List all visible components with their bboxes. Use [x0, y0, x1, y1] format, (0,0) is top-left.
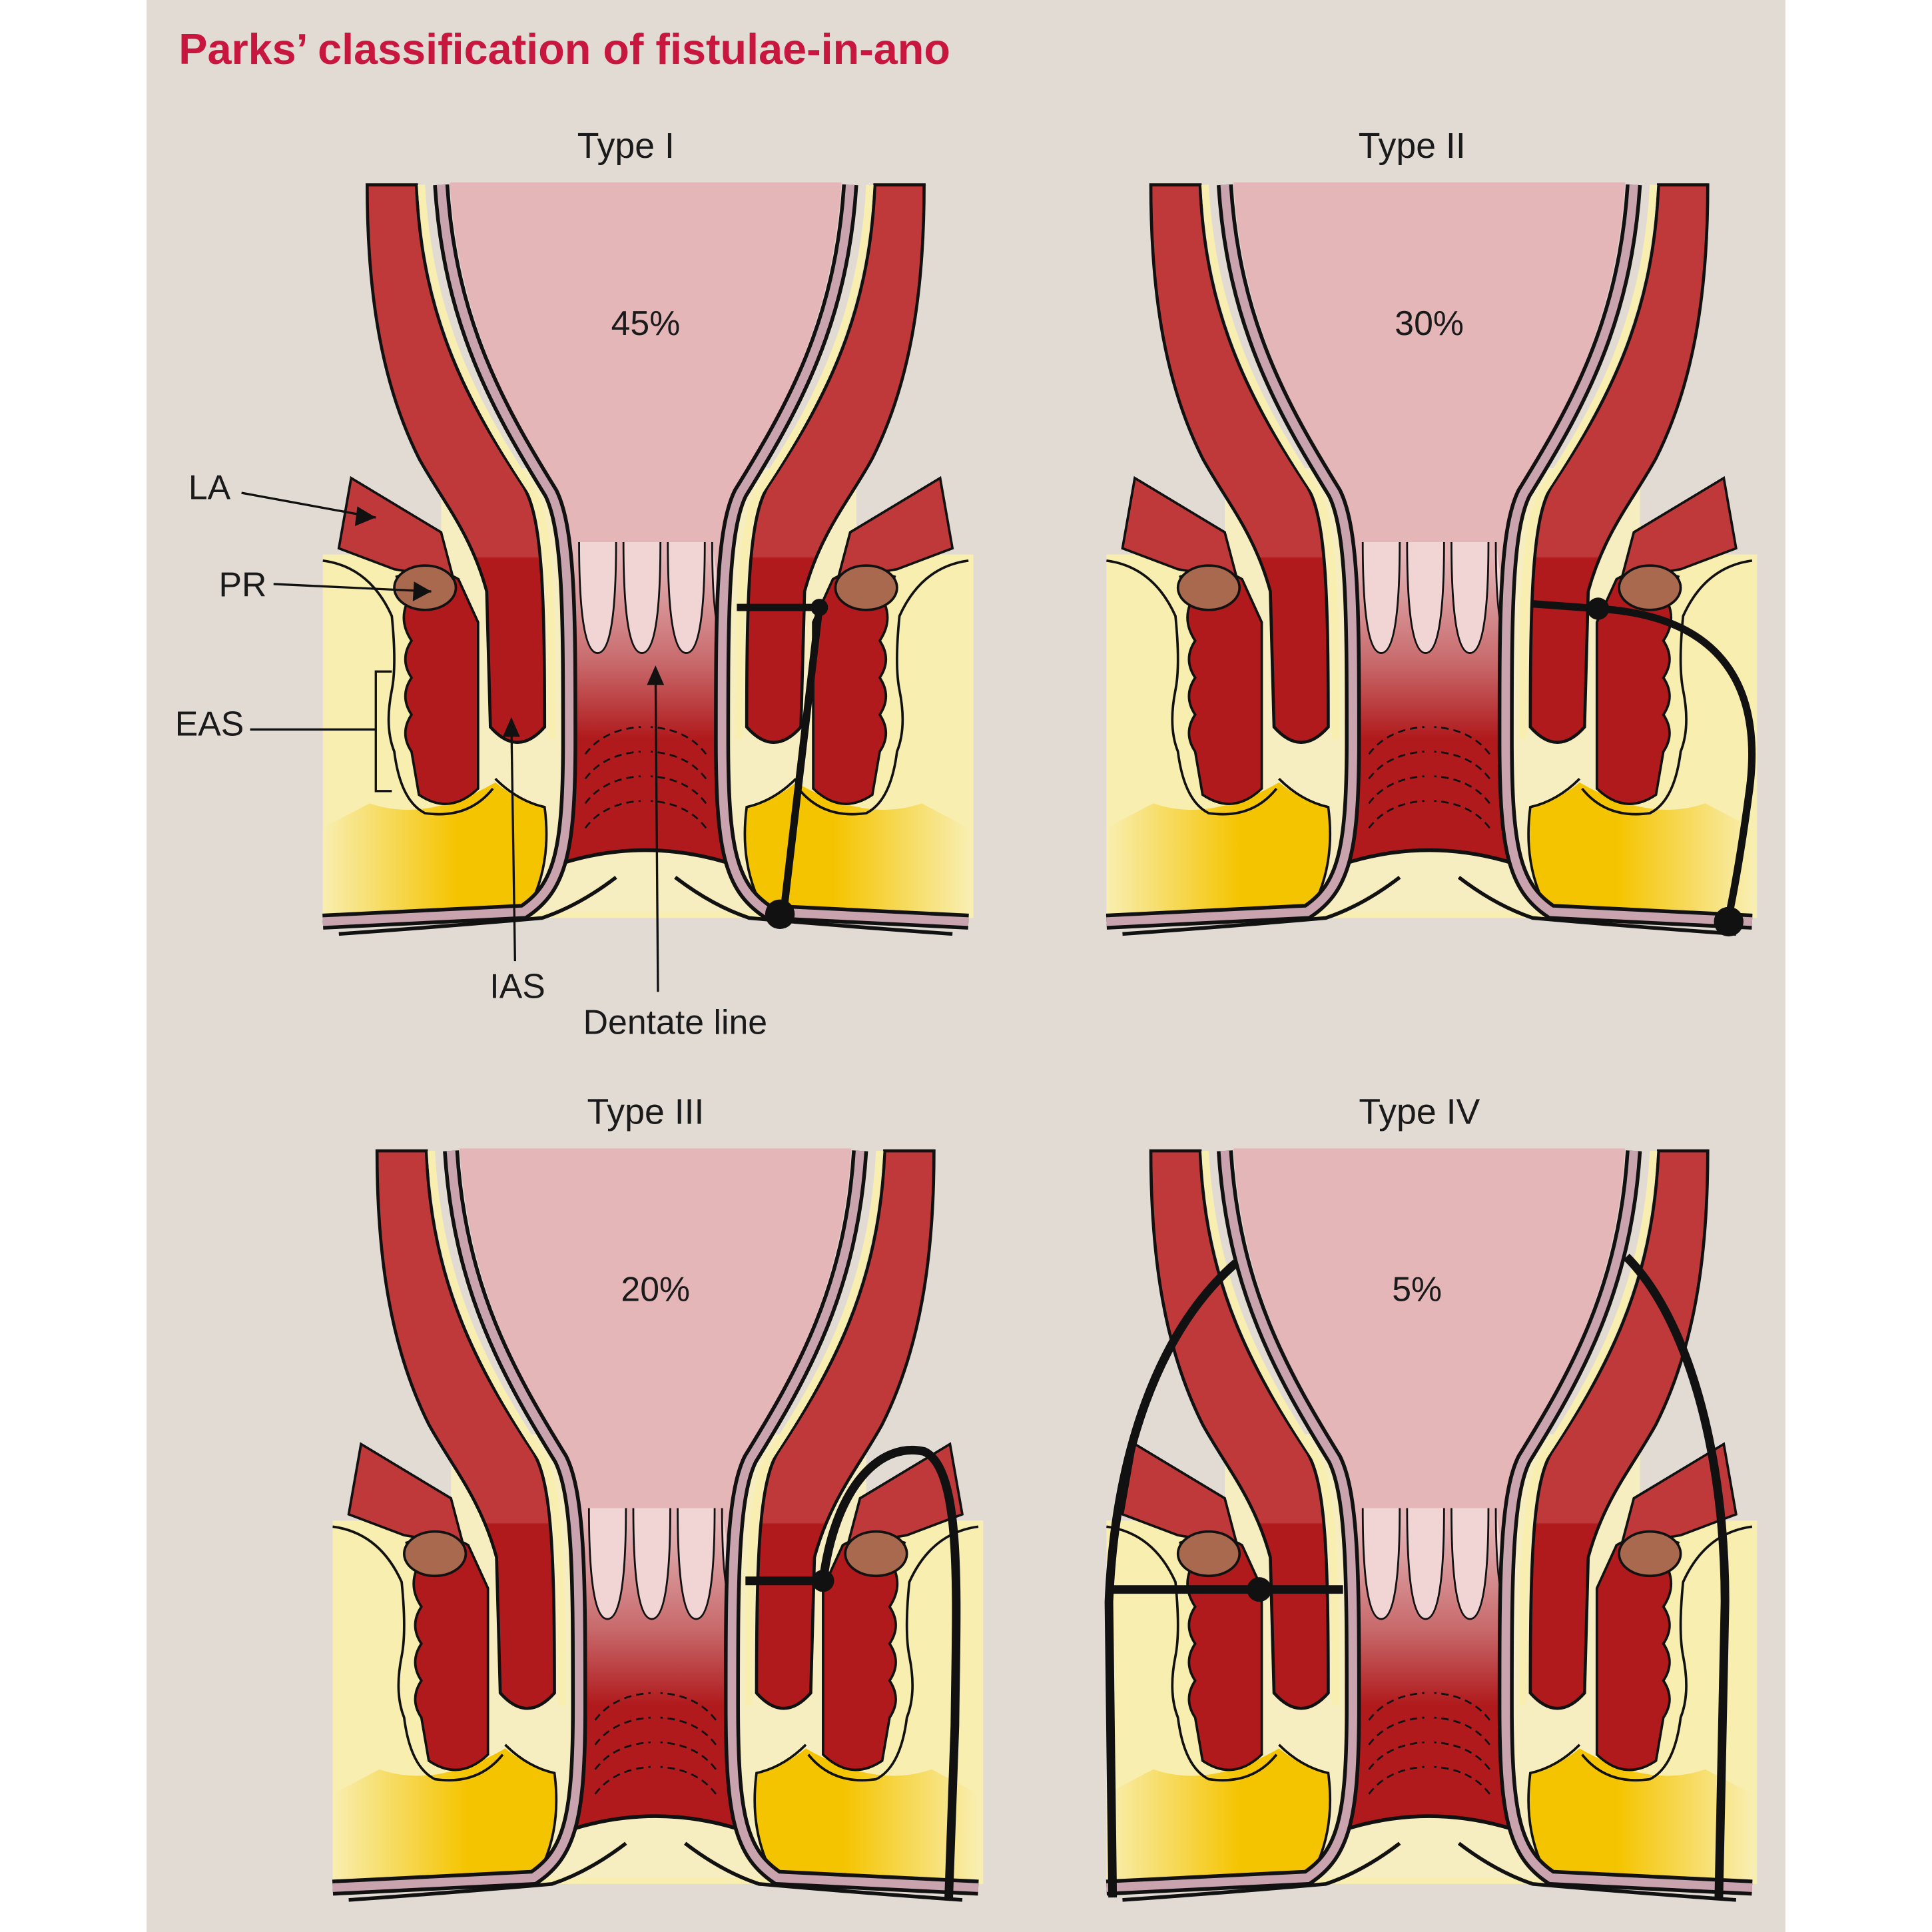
- panel-percent: 5%: [1392, 1270, 1442, 1309]
- fistula-tract: [1531, 600, 1756, 923]
- panel-percent: 30%: [1395, 304, 1464, 342]
- fistula-tract: [1104, 1253, 1730, 1898]
- label-dentate-line: Dentate line: [583, 1002, 767, 1041]
- panel-label: Type II: [1359, 126, 1466, 166]
- label-la: LA: [188, 468, 231, 506]
- panel-type-3: Type III 20%: [333, 1092, 984, 1900]
- fistula-tract: [745, 1445, 961, 1898]
- internal-opening-marker: [1247, 1577, 1272, 1602]
- panel-label: Type III: [587, 1092, 705, 1131]
- internal-opening-marker: [1586, 597, 1610, 620]
- label-pr: PR: [218, 565, 266, 603]
- panel-percent: 20%: [621, 1270, 690, 1309]
- internal-opening-marker: [812, 1570, 834, 1592]
- panel-label: Type IV: [1359, 1092, 1480, 1131]
- panel-type-4: Type IV 5%: [1104, 1092, 1757, 1900]
- panel-label: Type I: [577, 126, 675, 166]
- panel-type-1: Type I 45% LA PR EAS IAS Dentate line: [175, 126, 974, 1041]
- figure-title: Parks’ classification of fistulae-in-ano: [178, 25, 950, 73]
- external-opening-marker: [765, 899, 795, 929]
- external-opening-marker: [1714, 906, 1744, 937]
- panel-percent: 45%: [611, 304, 681, 342]
- internal-opening-marker: [810, 599, 828, 617]
- label-ias: IAS: [489, 967, 545, 1006]
- label-eas: EAS: [175, 705, 244, 743]
- panel-type-2: Type II 30%: [1106, 126, 1757, 937]
